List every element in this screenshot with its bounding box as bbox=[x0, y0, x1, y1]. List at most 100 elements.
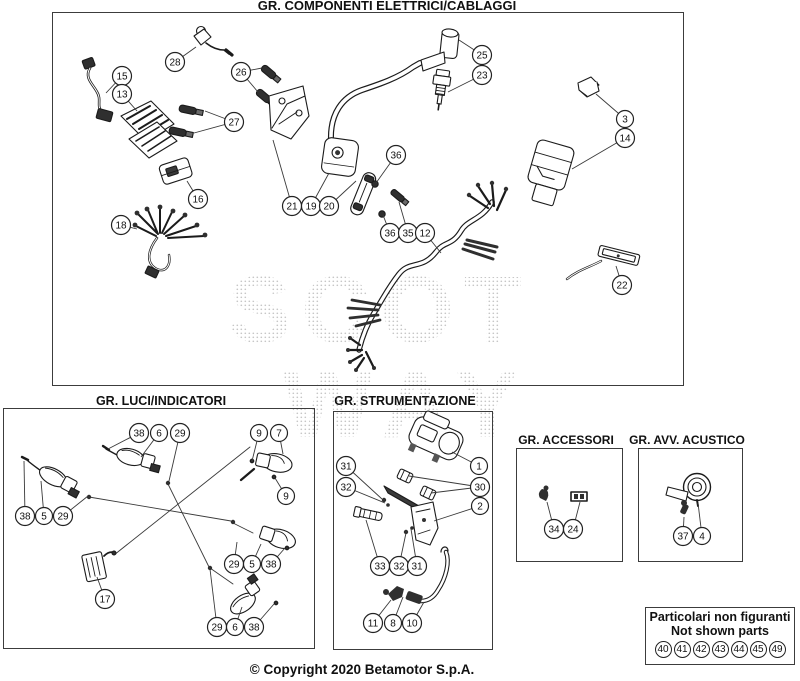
callout-13: 13 bbox=[111, 83, 138, 112]
svg-text:24: 24 bbox=[567, 525, 579, 536]
not-shown-part: 40 bbox=[654, 641, 672, 658]
leader-lines-luci bbox=[88, 446, 254, 585]
callout-33: 33 bbox=[365, 519, 391, 577]
svg-text:22: 22 bbox=[616, 281, 628, 292]
callout-19: 19 bbox=[300, 172, 330, 217]
callout-36: 36 bbox=[379, 214, 401, 244]
art-componenti-elettrici bbox=[81, 25, 641, 372]
svg-text:29: 29 bbox=[228, 560, 240, 571]
callout-9: 9 bbox=[274, 477, 296, 506]
copyright-line: © Copyright 2020 Betamotor S.p.A. bbox=[249, 662, 475, 677]
svg-text:1: 1 bbox=[476, 462, 482, 473]
box-luci-indicatori bbox=[3, 408, 315, 649]
part-indicator-mid-right bbox=[259, 525, 296, 551]
callout-21: 21 bbox=[272, 139, 303, 217]
box-not-shown-parts bbox=[645, 607, 795, 665]
callout-15: 15 bbox=[105, 65, 133, 94]
group-title-accessori: GR. ACCESSORI bbox=[518, 433, 614, 447]
callout-7: 7 bbox=[269, 423, 289, 455]
not-shown-title-it: Particolari non figuranti bbox=[649, 610, 791, 624]
svg-text:9: 9 bbox=[283, 492, 289, 503]
svg-text:8: 8 bbox=[390, 619, 396, 630]
svg-text:13: 13 bbox=[116, 90, 128, 101]
callout-36: 36 bbox=[375, 144, 407, 184]
svg-text:10: 10 bbox=[406, 619, 418, 630]
svg-text:12: 12 bbox=[419, 229, 431, 240]
part-indicator-left bbox=[20, 455, 80, 499]
callout-10: 10 bbox=[401, 601, 425, 634]
svg-text:26: 26 bbox=[235, 68, 247, 79]
part-bracket-21 bbox=[268, 85, 310, 140]
svg-text:20: 20 bbox=[323, 202, 335, 213]
part-indicator-bottom bbox=[230, 573, 279, 615]
group-title-luci-indicatori: GR. LUCI/INDICATORI bbox=[95, 394, 227, 408]
not-shown-parts-box: Particolari non figuranti Not shown part… bbox=[646, 610, 794, 658]
not-shown-part: 43 bbox=[711, 641, 729, 658]
callout-23: 23 bbox=[447, 64, 493, 93]
part-grommets-30 bbox=[396, 468, 437, 501]
callout-12: 12 bbox=[414, 222, 442, 254]
svg-text:17: 17 bbox=[99, 595, 111, 606]
group-title-avv-acustico: GR. AVV. ACUSTICO bbox=[629, 433, 745, 447]
svg-text:33: 33 bbox=[374, 562, 386, 573]
svg-text:31: 31 bbox=[340, 462, 352, 473]
box-accessori bbox=[516, 448, 623, 562]
not-shown-title-en: Not shown parts bbox=[671, 624, 769, 638]
callout-22: 22 bbox=[611, 265, 633, 296]
part-cable-15 bbox=[81, 57, 114, 123]
part-speedometer-1 bbox=[407, 410, 464, 463]
art-luci-indicatori bbox=[20, 444, 296, 615]
part-harness-18 bbox=[132, 204, 208, 279]
svg-text:32: 32 bbox=[340, 483, 352, 494]
part-spark-plug-23 bbox=[432, 68, 452, 111]
callout-38: 38 bbox=[260, 547, 286, 575]
callout-20: 20 bbox=[318, 180, 357, 217]
callout-9: 9 bbox=[249, 423, 269, 462]
callout-28: 28 bbox=[164, 46, 197, 73]
part-switch-16 bbox=[158, 157, 193, 185]
callout-34: 34 bbox=[543, 501, 565, 540]
callout-14: 14 bbox=[571, 127, 636, 170]
not-shown-part: 49 bbox=[768, 641, 786, 658]
svg-text:5: 5 bbox=[249, 560, 255, 571]
callout-29: 29 bbox=[206, 568, 228, 638]
svg-text:31: 31 bbox=[411, 562, 423, 573]
callout-5: 5 bbox=[34, 480, 54, 526]
svg-text:34: 34 bbox=[548, 525, 560, 536]
svg-text:29: 29 bbox=[211, 623, 223, 634]
box-strumentazione bbox=[333, 411, 493, 650]
callout-38: 38 bbox=[243, 603, 275, 638]
part-sensor-28 bbox=[193, 25, 234, 57]
callout-37: 37 bbox=[672, 516, 694, 547]
group-title-strumentazione: GR. STRUMENTAZIONE bbox=[334, 394, 476, 408]
callout-18: 18 bbox=[110, 214, 138, 236]
callout-2: 2 bbox=[433, 496, 490, 522]
svg-text:9: 9 bbox=[256, 429, 262, 440]
callout-11: 11 bbox=[362, 599, 392, 634]
svg-text:37: 37 bbox=[677, 532, 689, 543]
svg-text:3: 3 bbox=[622, 115, 628, 126]
callout-6: 6 bbox=[140, 423, 169, 458]
part-cap-3 bbox=[577, 76, 600, 98]
svg-text:35: 35 bbox=[402, 229, 414, 240]
callout-31: 31 bbox=[406, 528, 428, 577]
callout-17: 17 bbox=[94, 576, 116, 610]
not-shown-part: 41 bbox=[673, 641, 691, 658]
callout-38: 38 bbox=[107, 422, 150, 450]
svg-text:6: 6 bbox=[156, 429, 162, 440]
not-shown-part: 44 bbox=[730, 641, 748, 658]
box-avv-acustico bbox=[638, 448, 743, 562]
art-strumentazione bbox=[352, 410, 464, 604]
svg-text:38: 38 bbox=[265, 560, 277, 571]
svg-text:19: 19 bbox=[305, 202, 317, 213]
part-bolt-33 bbox=[352, 506, 383, 521]
callout-32: 32 bbox=[388, 532, 410, 577]
callout-8: 8 bbox=[383, 596, 404, 633]
part-coil-19 bbox=[321, 60, 423, 177]
callout-31: 31 bbox=[335, 455, 383, 500]
callout-38: 38 bbox=[14, 460, 36, 527]
watermark-line1: SCOT bbox=[228, 257, 532, 363]
part-harness-12 bbox=[346, 180, 509, 372]
